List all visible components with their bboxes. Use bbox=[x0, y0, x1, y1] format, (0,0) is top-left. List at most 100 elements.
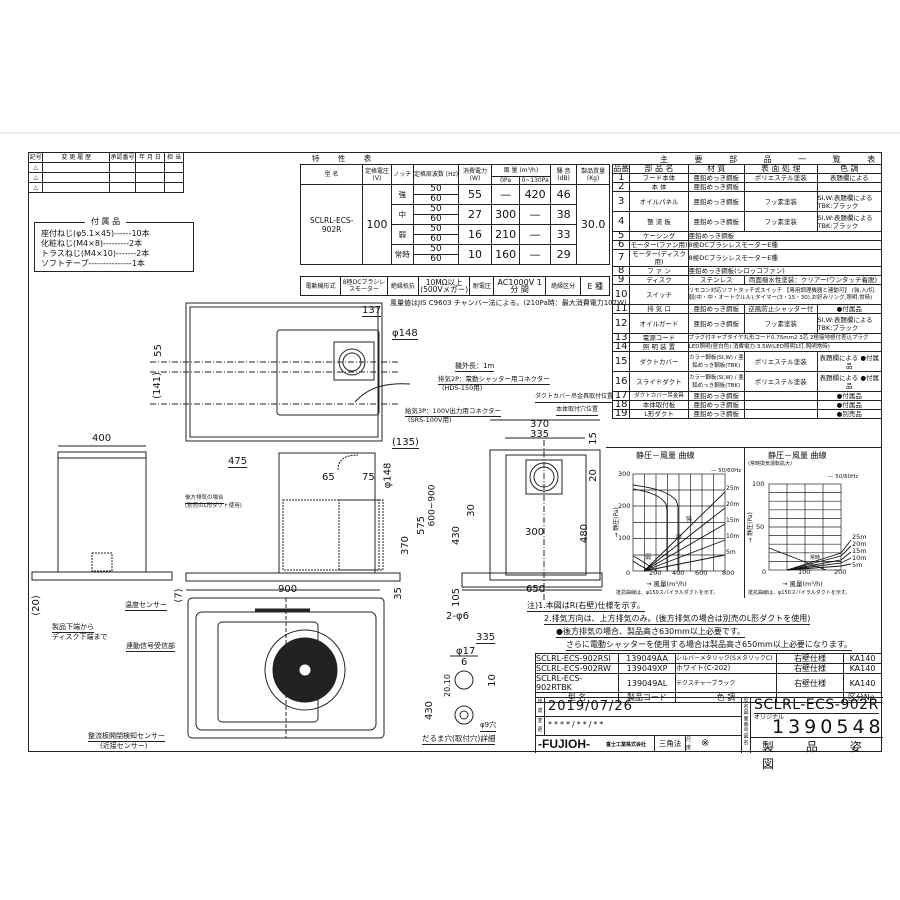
part-material: カラー鋼板(SI,W) / 亜鉛めっき鋼板(TBK) bbox=[687, 351, 745, 372]
accessory-qty: 2本 bbox=[136, 249, 150, 258]
projection-method: 三角法 bbox=[654, 736, 686, 752]
dim-475: 475 bbox=[228, 456, 248, 468]
rev-cell bbox=[134, 162, 166, 173]
dim-phi17: φ17 bbox=[456, 646, 476, 657]
dim-7: (7) bbox=[173, 588, 185, 603]
rev-cell bbox=[164, 162, 184, 173]
part-name: オイルパネル bbox=[629, 191, 689, 212]
rev-cell bbox=[109, 172, 136, 183]
dim-75: 75 bbox=[362, 472, 375, 483]
spec-header-noise: 騒 音 (dB) bbox=[549, 164, 578, 185]
accessory-qty: 10本 bbox=[131, 229, 150, 238]
chart1-curves bbox=[632, 484, 726, 572]
spec-power: 27 bbox=[458, 204, 492, 225]
bottom-note-2: ディスク下端まで bbox=[52, 633, 108, 641]
spec-model: SCLRL-ECS-902R bbox=[299, 184, 364, 265]
part-no: 3 bbox=[611, 191, 631, 212]
changed-label: 変更 bbox=[536, 717, 545, 735]
dim-2-phi6: 2-φ6 bbox=[446, 611, 469, 622]
tb-line bbox=[536, 735, 741, 736]
xlabel-text: 風量(m³/h) bbox=[653, 580, 687, 588]
parts-header-finish: 表 面 処 理 bbox=[743, 164, 818, 174]
c2-xtick: 200 bbox=[834, 568, 847, 576]
part-finish: フッ素塗装 bbox=[743, 313, 818, 334]
baffle-sensor-label: 整流板開閉検知センサー bbox=[88, 732, 165, 742]
spec-header-frequency: 定格周波数 (Hz) bbox=[412, 164, 460, 185]
part-name: オイルガード bbox=[629, 313, 689, 334]
chart2-title: 静圧－風量 曲線 bbox=[768, 451, 827, 460]
c1-ytick: 100 bbox=[618, 534, 631, 542]
dim-20-mount: 20 bbox=[587, 469, 599, 482]
part-material: 8極DCブラシレスモーターE種 bbox=[687, 240, 883, 250]
c2-ytick: 100 bbox=[752, 480, 765, 488]
part-color: SI,W:表題欄による TBK:ブラック bbox=[816, 313, 883, 334]
insulation-label: 絶縁抵抗 bbox=[386, 276, 419, 296]
c1-annot: 25m bbox=[726, 485, 740, 492]
spec-flow130: — bbox=[519, 204, 551, 225]
variant-spec: 右壁仕様 bbox=[776, 653, 844, 664]
title-block: 作成 2019/07/26 変更 ****/**/** -FUJIOH- 富士工… bbox=[535, 697, 883, 771]
accessory-item: 化粧ねじ(M4×8)---------2本 bbox=[41, 239, 189, 249]
variant-color: シルバーメタリック(SメタリックC) bbox=[675, 653, 777, 664]
chart1-legend: — 50/60Hz bbox=[711, 468, 742, 474]
c2-ylabel: → 静圧(Pa) bbox=[746, 512, 754, 543]
freq-60: 60 bbox=[430, 214, 442, 224]
part-material: ステンレス bbox=[687, 275, 745, 285]
c2-annot: 15m bbox=[852, 547, 867, 555]
part-no: 12 bbox=[611, 313, 631, 334]
rev-mark: △ bbox=[27, 162, 44, 173]
part-no: 2 bbox=[611, 182, 631, 192]
ylabel-text: 静圧(Pa) bbox=[746, 512, 754, 536]
class: E 種 bbox=[580, 276, 610, 296]
spec-flow130: 420 bbox=[519, 184, 551, 205]
part-color: ●付属品 bbox=[816, 391, 883, 401]
part-no: 6 bbox=[611, 240, 631, 250]
charts-area: 静圧－風量 曲線 静圧－風量 曲線 (常時換気運転拡大) — 50/60Hz —… bbox=[606, 447, 882, 600]
note-3: ●後方排気の場合、製品高さ630mm以上必要です。 bbox=[556, 627, 746, 638]
accessory-item: ソフトテープ---------------1本 bbox=[41, 259, 189, 269]
drawing-frame bbox=[28, 152, 882, 752]
c1-annot: 15m bbox=[726, 517, 740, 524]
part-material: 亜鉛めっき鋼板 bbox=[687, 400, 745, 410]
baffle-sensor-sub: (近接センサー) bbox=[100, 742, 148, 750]
dim-600-900: 600~900 bbox=[427, 484, 438, 527]
spec-header-weight: 製品質量 (Kg) bbox=[576, 164, 610, 185]
part-no: 7 bbox=[611, 249, 631, 267]
parts-table-title: 主 要 部 品 一 覧 表 bbox=[660, 155, 888, 164]
part-color: 表題欄による bbox=[816, 173, 883, 183]
variant-code: 139049AL bbox=[618, 673, 676, 693]
duct-hanger-label: ダクトカバー吊金具取付位置 bbox=[535, 392, 614, 403]
part-name: L形ダクト bbox=[629, 409, 689, 419]
keyhole-caption: だるま穴(取付穴)詳細 bbox=[422, 734, 496, 745]
spec-notch: 常時 bbox=[390, 244, 414, 265]
part-material: 亜鉛めっき鋼板 bbox=[687, 231, 883, 241]
rev-header-history: 変 更 履 歴 bbox=[42, 152, 111, 163]
part-material: 亜鉛めっき鋼板 bbox=[687, 313, 745, 334]
part-name: ダクトカバー bbox=[629, 351, 689, 372]
withstand: AC1000V 1 分 間 bbox=[493, 276, 546, 296]
part-finish bbox=[743, 182, 818, 192]
dim-10: 10 bbox=[486, 674, 498, 687]
part-finish bbox=[743, 409, 818, 419]
c1-annot: 強 bbox=[686, 516, 693, 523]
part-no: 15 bbox=[611, 351, 631, 372]
rev-header-person: 担 当 bbox=[164, 152, 184, 163]
rev-cell bbox=[134, 172, 166, 183]
dim-135: (135) bbox=[392, 437, 419, 449]
connector-1-sub: (HDS-150用) bbox=[442, 384, 483, 392]
c2-annot: 常時 bbox=[810, 555, 821, 561]
c2-annot: 5m bbox=[852, 561, 863, 569]
c2-xlabel: → 風量(m³/h) bbox=[782, 580, 823, 588]
accessory-item: トラスねじ(M4×10)-------2本 bbox=[41, 249, 189, 259]
note-4: さらに電動シャッターを使用する場合は製品高さ650mm以上必要になります。 bbox=[566, 640, 853, 651]
part-finish bbox=[743, 400, 818, 410]
part-finish bbox=[743, 391, 818, 401]
drawing-name: 製 品 姿 図 bbox=[762, 740, 876, 771]
rev-mark: △ bbox=[27, 172, 44, 183]
c2-xtick: 0 bbox=[762, 568, 767, 576]
c1-ylabel: → 静圧(Pa) bbox=[612, 507, 620, 538]
part-material: 亜鉛めっき鋼板 bbox=[687, 409, 745, 419]
part-color: ●別売品 bbox=[816, 409, 883, 419]
part-no: 19 bbox=[611, 409, 631, 419]
freq-50: 50 bbox=[413, 185, 459, 195]
